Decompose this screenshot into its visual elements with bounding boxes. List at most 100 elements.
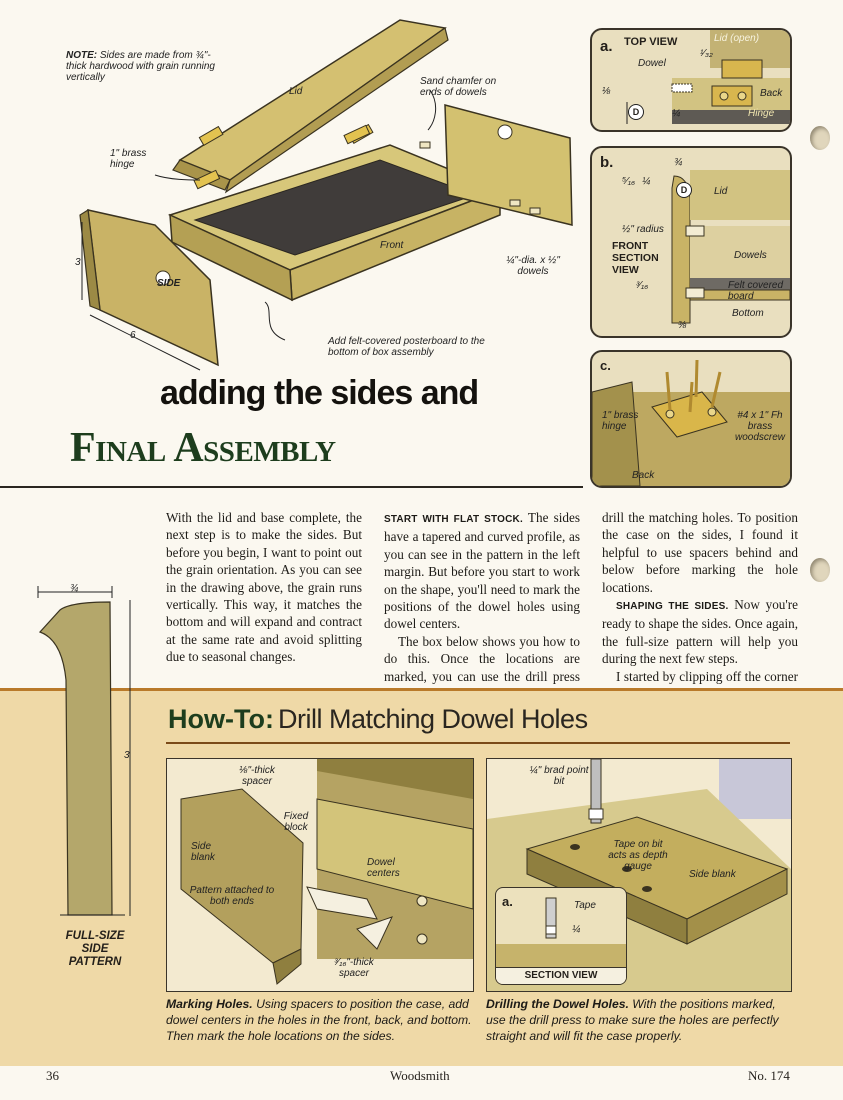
pattern-label-2: SIDE [81,943,109,955]
pattern-dim-height: 3 [124,750,130,761]
note-text: Sides are made from ¾"-thick hardwood wi… [66,50,215,83]
panel-c-letter: c. [600,358,611,373]
panel-b-section-3: VIEW [612,264,639,276]
panel-a-dowel: Dowel [638,58,666,69]
panel-a-d4: ¼ [672,108,681,119]
panel-b-drawing [671,170,790,324]
panel-a-top-view: a. TOP VIEW Lid (open) Dowel ¹⁄₃₂ ⅛ Back… [590,28,792,132]
panel-b-section-1: FRONT [612,240,649,252]
panel-b-d38: ⅜ [678,320,687,331]
panel-c-screw: #4 x 1" Fh brass woodscrew [734,410,786,443]
page-number: 36 [46,1068,59,1083]
magazine-name: Woodsmith [390,1068,450,1083]
binder-hole-1 [810,126,830,150]
panel-b-felt: Felt covered board [728,280,784,302]
headline-line1: adding the sides and [160,374,479,412]
box-assembly-drawing [79,19,573,371]
spacer-bottom-label: ³⁄₁₆"-thick spacer [334,957,374,979]
panel-b-d14: ¼ [642,176,651,187]
spacer-top-label: ⅛"-thick spacer [239,765,275,787]
panel-b-bottom: Bottom [732,308,764,319]
section-view-inset: a. Tape ¼ SECTION VIEW [495,887,627,985]
right-side-blank-label: Side blank [689,869,736,880]
caption-right-title: Drilling the Dowel Holes. [486,997,629,1011]
pattern-label-3: PATTERN [68,956,122,968]
panel-c-hinge-detail: c. 1" brass hinge #4 x 1" Fh brass woods… [590,350,792,488]
lid-label: Lid [289,86,303,97]
caption-marking-holes: Marking Holes. Using spacers to position… [166,996,472,1044]
caption-left-text: Using spacers to position the case, add … [166,997,472,1043]
tape-on-bit-label: Tape on bit acts as depth gauge [608,839,668,872]
panel-a-back: Back [760,88,783,99]
col2-paragraph-1: The sides have a tapered and curved prof… [384,510,580,632]
headline-line2: Final Assembly [70,425,336,471]
col2-paragraph-2: The box below shows you how to do this. … [384,633,580,701]
caption-drilling-holes: Drilling the Dowel Holes. With the posit… [486,996,790,1044]
howto-title: How-To: Drill Matching Dowel Holes [168,704,588,735]
section-view-title: SECTION VIEW [496,967,626,984]
panel-a-hinge: Hinge [748,108,775,119]
panel-b-front-section: b. ¾ ⁵⁄₁₆ ¼ Lid ½" radius FRONT SECTION … [590,146,792,338]
pattern-dim-top: ¾ [70,583,79,594]
panel-b-d516: ⁵⁄₁₆ [622,176,636,187]
panel-a-title: TOP VIEW [624,36,678,48]
side-pattern-drawing [37,586,131,916]
brad-point-label: ¼" brad point bit [529,765,589,787]
sand-chamfer-label: Sand chamfer on ends of dowels [420,76,497,98]
inset-tape-label: Tape [574,900,596,911]
panel-c-back: Back [632,470,655,481]
hinge-label: 1" brass hinge [110,148,147,170]
pattern-attached-label: Pattern attached to both ends [189,885,275,907]
panel-c-drawing [592,359,790,486]
panel-b-lid: Lid [714,186,728,197]
col3-paragraph-1: drill the matching holes. To position th… [602,510,798,595]
inset-d14-label: ¼ [572,924,581,935]
panel-b-section-2: SECTION [612,252,659,264]
binder-hole-2 [810,558,830,582]
col1-paragraph: With the lid and base complete, the next… [166,510,362,665]
full-size-pattern [0,570,160,980]
howto-title-text: Drill Matching Dowel Holes [277,704,588,734]
dim-length-label: 6 [130,330,136,341]
inset-letter: a. [502,894,513,909]
pattern-label-1: FULL-SIZE [65,930,125,942]
note-annotation: NOTE: Sides are made from ¾"-thick hardw… [66,50,226,83]
marking-holes-drawing [180,759,473,985]
caption-right-text: With the positions marked, use the drill… [486,997,779,1043]
dowels-label: ¼"-dia. x ½" dowels [506,255,560,277]
panel-b-section-title: FRONT SECTION VIEW [612,240,659,276]
panel-a-d32: ¹⁄₃₂ [700,48,713,59]
body-column-3: drill the matching holes. To position th… [602,509,798,702]
panel-a-letter: a. [600,38,613,55]
col2-heading: START WITH FLAT STOCK. [384,514,523,525]
issue-number: No. 174 [748,1068,790,1083]
panel-a-lid-open: Lid (open) [714,33,760,44]
caption-left-title: Marking Holes. [166,997,253,1011]
dowel-centers-label: Dowel centers [367,857,400,879]
panel-b-d34: ¾ [674,157,683,168]
side-label: SIDE [157,278,181,289]
front-label: Front [380,240,404,251]
panel-c-hinge: 1" brass hinge [602,410,639,432]
howto-prefix: How-To: [168,704,274,734]
felt-note-label: Add felt-covered posterboard to the bott… [328,336,485,358]
exploded-box-figure [60,10,580,380]
panel-a-marker: D [628,104,644,120]
panel-a-d8: ⅛ [602,86,611,97]
body-column-2: START WITH FLAT STOCK. The sides have a … [384,509,580,702]
panel-a-drawing [626,30,790,124]
col3-paragraph-2: Now you're ready to shape the sides. Onc… [602,597,799,667]
note-label: NOTE: [66,50,98,61]
panel-b-dowels: Dowels [734,250,767,261]
panel-b-d316: ³⁄₁₆ [636,280,649,291]
panel-b-radius: ½" radius [622,224,664,235]
drilling-holes-figure: ¼" brad point bit Tape on bit acts as de… [486,758,792,992]
body-column-1: With the lid and base complete, the next… [166,509,362,666]
fixed-block-label: Fixed block [283,811,309,833]
panel-b-letter: b. [600,154,614,171]
pattern-label: FULL-SIZE SIDE PATTERN [40,930,150,969]
marking-holes-figure: ⅛"-thick spacer Fixed block Side blank D… [166,758,474,992]
howto-title-rule [166,742,790,744]
dim-height-label: 3 [75,257,81,268]
col3-heading: SHAPING THE SIDES. [616,601,729,613]
